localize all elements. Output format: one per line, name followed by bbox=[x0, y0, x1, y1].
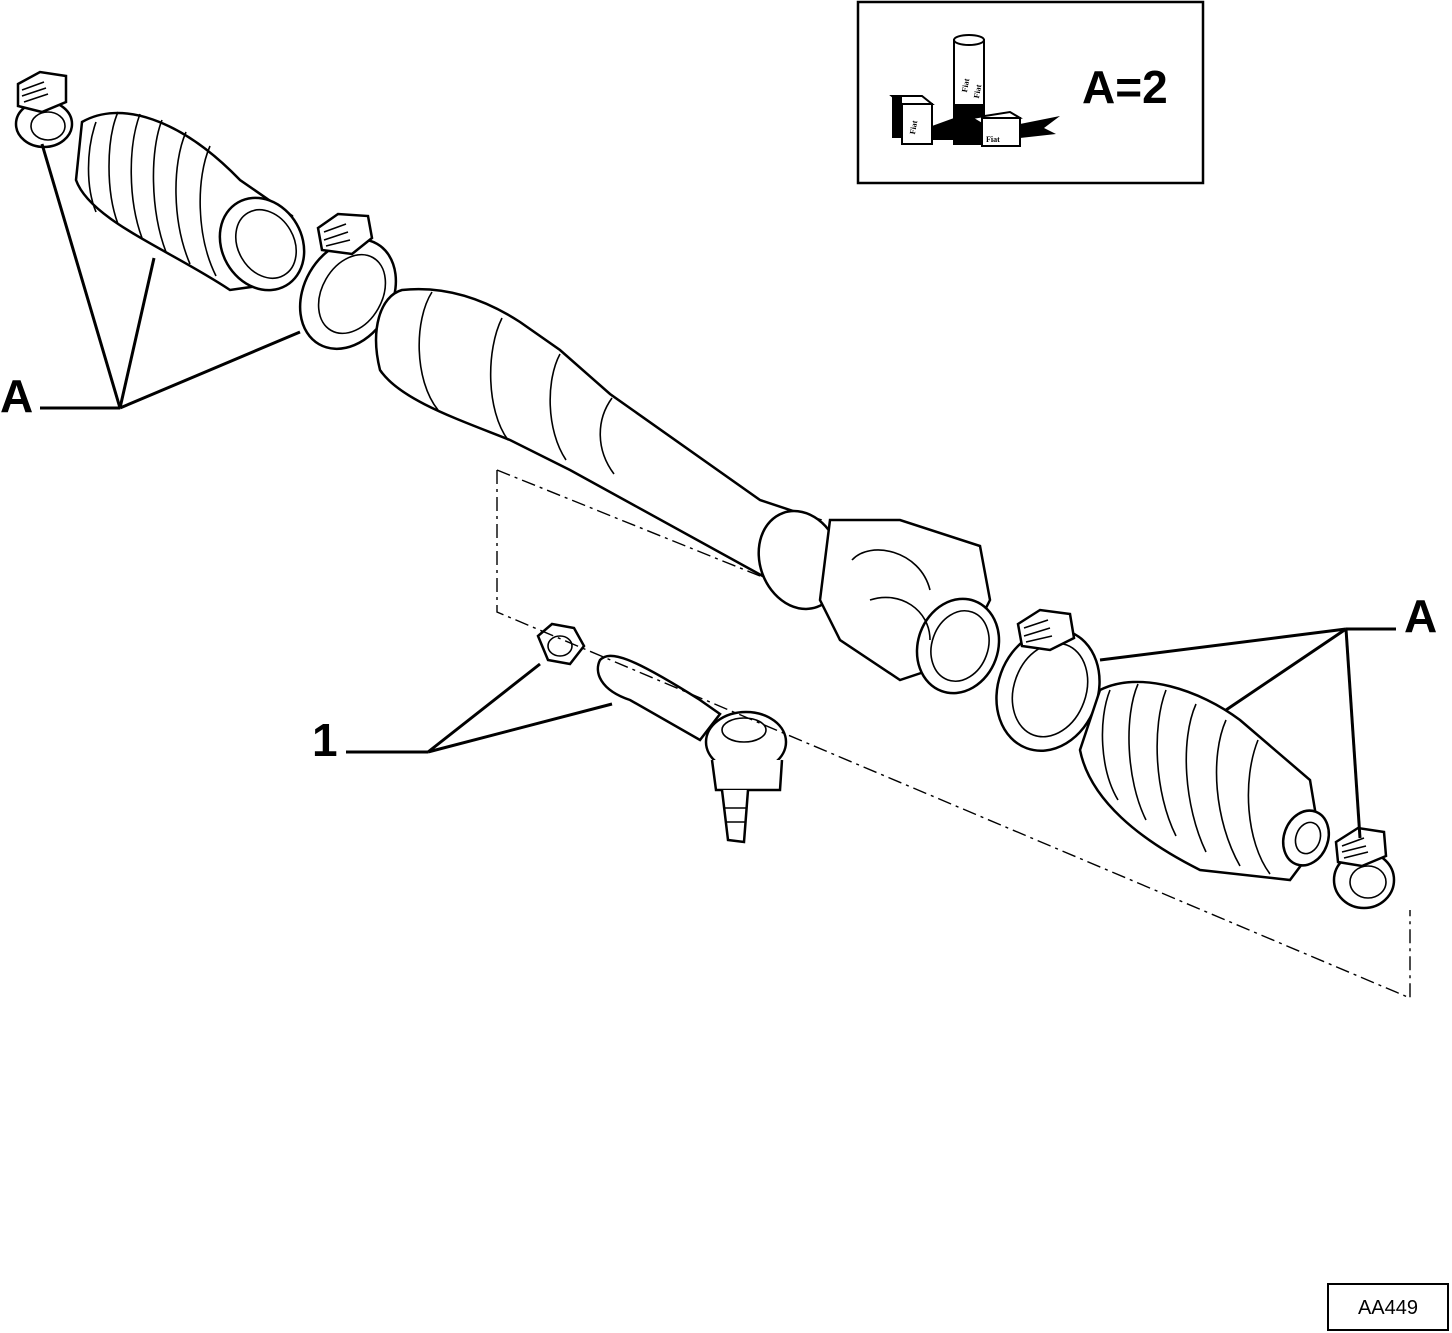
boot-clamp-large-right bbox=[995, 608, 1101, 752]
callout-a-left: A bbox=[0, 370, 33, 422]
leader-lines-a-left bbox=[40, 143, 301, 410]
tie-rod-end-nut bbox=[536, 622, 586, 666]
assembly-group-outline-top bbox=[496, 469, 761, 577]
leader-lines-item-1 bbox=[346, 662, 613, 754]
brand-mark-1: Fiat bbox=[908, 119, 919, 134]
leader-lines-a-right bbox=[1099, 627, 1396, 839]
callout-item-1: 1 bbox=[312, 714, 338, 766]
tie-rod-end bbox=[596, 654, 788, 844]
boot-clamp-large-left bbox=[298, 212, 398, 351]
rack-boot-left bbox=[74, 111, 306, 292]
callout-a-right: A bbox=[1404, 590, 1437, 642]
boot-clamp-small-right bbox=[1332, 826, 1396, 910]
boot-kit-icon: Fiat Fiat Fiat Fiat bbox=[889, 34, 1060, 147]
boot-clamp-small-left bbox=[14, 70, 74, 149]
kit-box-frame bbox=[856, 0, 1205, 185]
kit-quantity-label: A=2 bbox=[1082, 61, 1168, 113]
reference-code-box: AA449 bbox=[1327, 1283, 1449, 1331]
brand-mark-4: Fiat bbox=[986, 135, 1000, 144]
reference-code: AA449 bbox=[1358, 1297, 1418, 1319]
rack-boot-right bbox=[1078, 680, 1331, 882]
steering-rack-housing bbox=[374, 287, 1001, 695]
brand-mark-3: Fiat bbox=[972, 83, 983, 98]
brand-mark-2: Fiat bbox=[960, 77, 971, 92]
kit-box: Fiat Fiat Fiat Fiat A=2 bbox=[856, 0, 1205, 185]
